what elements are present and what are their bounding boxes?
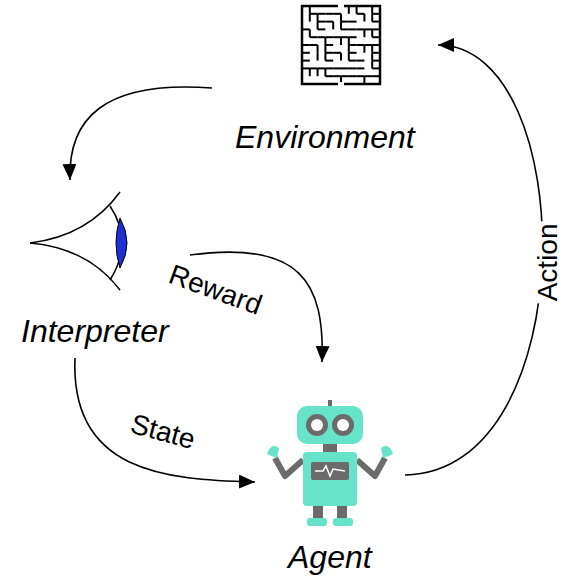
agent-node: Agent	[255, 362, 405, 580]
edge-label: State	[125, 409, 200, 457]
maze-icon	[300, 4, 382, 86]
edge-label: Action	[533, 221, 564, 303]
node-label: Agent	[288, 540, 372, 575]
environment-node: Environment	[212, 0, 438, 165]
flow-arrow	[70, 87, 212, 180]
flow-arrow	[405, 45, 542, 475]
interpreter-node: Interpreter	[0, 180, 190, 358]
edge-label: Reward	[163, 259, 268, 322]
eye-icon	[28, 188, 160, 292]
node-label: Environment	[235, 120, 415, 155]
flow-arrow	[75, 358, 255, 482]
robot-icon	[263, 398, 397, 530]
node-label: Interpreter	[21, 314, 169, 349]
